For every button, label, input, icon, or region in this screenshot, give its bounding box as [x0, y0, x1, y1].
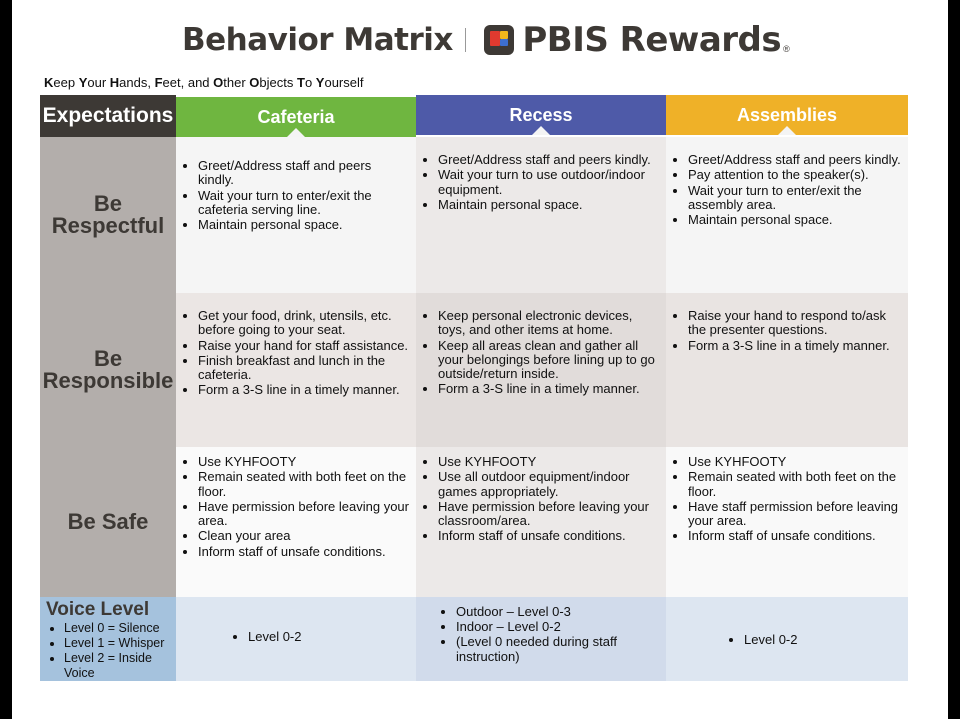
row-label-line2: Respectful	[51, 213, 165, 238]
acronym-letter: F	[154, 75, 163, 90]
header-assemblies-label: Assemblies	[736, 104, 838, 125]
header-assemblies: Assemblies	[666, 95, 908, 135]
acronym-text: o	[304, 75, 316, 90]
list-item: Maintain personal space.	[438, 197, 660, 212]
list-item: Have staff permission before leaving you…	[688, 499, 902, 529]
acronym-letter: H	[109, 75, 120, 90]
acronym-letter: O	[249, 75, 260, 90]
row-label-line1: Be Safe	[67, 509, 149, 534]
list-item: Inform staff of unsafe conditions.	[198, 544, 410, 559]
cell-voice-cafeteria: Level 0-2	[176, 597, 416, 681]
list-item: Get your food, drink, utensils, etc. bef…	[198, 308, 410, 338]
acronym-text: bjects	[259, 75, 297, 90]
cell-respectful-assemblies: Greet/Address staff and peers kindly.Pay…	[666, 137, 908, 293]
list-item: Level 1 = Whisper	[64, 636, 172, 651]
list-item: Maintain personal space.	[688, 212, 902, 227]
cell-responsible-recess: Keep personal electronic devices, toys, …	[416, 293, 666, 447]
cell-safe-assemblies: Use KYHFOOTYRemain seated with both feet…	[666, 447, 908, 597]
list-item: Remain seated with both feet on the floo…	[198, 470, 410, 499]
list-item: Keep personal electronic devices, toys, …	[438, 308, 660, 338]
acronym-text: ourself	[324, 75, 364, 90]
voice-level-label: Voice Level Level 0 = SilenceLevel 1 = W…	[40, 597, 176, 681]
list-item: Level 0-2	[744, 632, 797, 647]
acronym-letter: Y	[78, 75, 88, 90]
acronym-line: Keep Your Hands, Feet, and Other Objects…	[44, 75, 364, 90]
row-label-line2: Responsible	[42, 368, 174, 393]
list-item: Wait your turn to use outdoor/indoor equ…	[438, 168, 660, 197]
cell-voice-assemblies: Level 0-2	[666, 597, 908, 681]
cell-respectful-cafeteria: Greet/Address staff and peers kindly.Wai…	[176, 137, 416, 293]
acronym-text: our	[87, 75, 110, 90]
behavior-matrix-page: Behavior Matrix PBIS Rewards ® Keep Your…	[12, 0, 948, 719]
list-item: Keep all areas clean and gather all your…	[438, 338, 660, 382]
cell-responsible-assemblies: Raise your hand to respond to/ask the pr…	[666, 293, 908, 447]
acronym-text: ther	[223, 75, 250, 90]
cell-safe-cafeteria: Use KYHFOOTYRemain seated with both feet…	[176, 447, 416, 597]
logo-text: PBIS Rewards	[522, 20, 782, 60]
list-item: Use KYHFOOTY	[438, 454, 660, 469]
header: Behavior Matrix PBIS Rewards ®	[182, 18, 790, 62]
list-item: Remain seated with both feet on the floo…	[688, 470, 902, 499]
header-expectations: Expectations	[40, 95, 176, 137]
header-recess-label: Recess	[509, 104, 573, 125]
voice-level-title: Voice Level	[46, 599, 150, 620]
acronym-letter: T	[297, 75, 305, 90]
list-item: Maintain personal space.	[198, 217, 410, 232]
list-item: Use all outdoor equipment/indoor games a…	[438, 470, 660, 499]
acronym-text: eet, and	[162, 75, 214, 90]
cell-responsible-cafeteria: Get your food, drink, utensils, etc. bef…	[176, 293, 416, 447]
pbis-logo-icon	[484, 25, 515, 55]
list-item: Finish breakfast and lunch in the cafete…	[198, 353, 410, 383]
list-item: Use KYHFOOTY	[688, 454, 902, 469]
header-recess: Recess	[416, 95, 666, 135]
cell-respectful-recess: Greet/Address staff and peers kindly.Wai…	[416, 137, 666, 293]
list-item: Level 2 = Inside Voice	[64, 651, 172, 681]
acronym-letter: K	[44, 75, 54, 90]
list-item: Outdoor – Level 0-3	[456, 604, 666, 620]
page-title: Behavior Matrix	[182, 22, 453, 58]
list-item: Level 0-2	[248, 629, 301, 644]
header-cafeteria: Cafeteria	[176, 97, 416, 137]
list-item: Raise your hand for staff assistance.	[198, 338, 410, 353]
acronym-letter: O	[213, 75, 224, 90]
list-item: Inform staff of unsafe conditions.	[688, 529, 902, 544]
cell-safe-recess: Use KYHFOOTYUse all outdoor equipment/in…	[416, 447, 666, 597]
acronym-letter: Y	[315, 75, 325, 90]
list-item: Use KYHFOOTY	[198, 454, 410, 469]
list-item: Form a 3-S line in a timely manner.	[688, 338, 902, 353]
list-item: Have permission before leaving your area…	[198, 499, 410, 529]
pbis-rewards-logo: PBIS Rewards ®	[484, 20, 790, 60]
row-label-safe: Be Safe	[40, 447, 176, 597]
row-label-line1: Be	[93, 191, 123, 216]
row-label-line1: Be	[93, 346, 123, 371]
acronym-text: ands,	[119, 75, 155, 90]
header-expectations-label: Expectations	[42, 104, 174, 127]
list-item: Greet/Address staff and peers kindly.	[438, 152, 660, 167]
acronym-text: eep	[53, 75, 79, 90]
list-item: Wait your turn to enter/exit the assembl…	[688, 183, 902, 213]
registered-mark: ®	[783, 44, 790, 54]
list-item: Form a 3-S line in a timely manner.	[198, 383, 410, 398]
list-item: Wait your turn to enter/exit the cafeter…	[198, 188, 410, 218]
list-item: Pay attention to the speaker(s).	[688, 167, 902, 182]
list-item: Form a 3-S line in a timely manner.	[438, 382, 660, 397]
list-item: Greet/Address staff and peers kindly.	[688, 152, 902, 167]
list-item: Raise your hand to respond to/ask the pr…	[688, 308, 902, 338]
list-item: Have permission before leaving your clas…	[438, 499, 660, 529]
list-item: Greet/Address staff and peers kindly.	[198, 158, 410, 188]
list-item: Clean your area	[198, 529, 410, 544]
list-item: Level 0 = Silence	[64, 621, 172, 636]
list-item: Inform staff of unsafe conditions.	[438, 529, 660, 544]
header-cafeteria-label: Cafeteria	[257, 106, 335, 127]
list-item: Indoor – Level 0-2	[456, 619, 666, 635]
header-divider	[464, 28, 467, 52]
list-item: (Level 0 needed during staff instruction…	[456, 634, 666, 665]
cell-voice-recess: Outdoor – Level 0-3Indoor – Level 0-2(Le…	[416, 597, 666, 681]
